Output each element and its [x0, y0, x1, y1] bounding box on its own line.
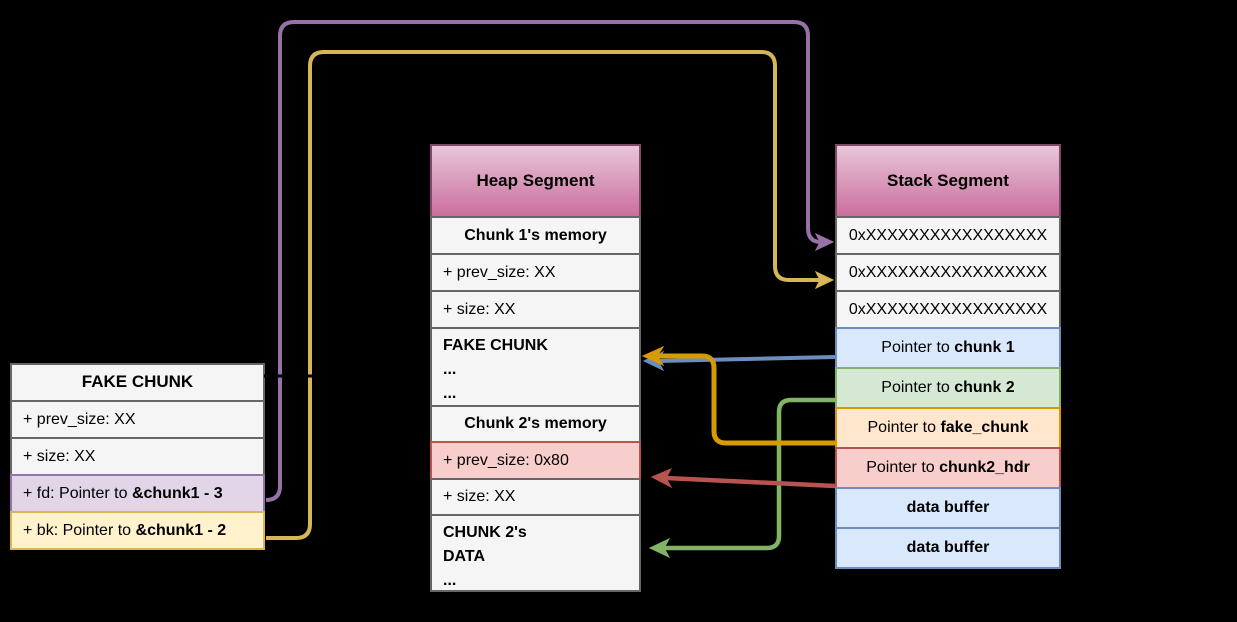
chunk2-pointer-arrow — [648, 397, 835, 559]
stack-pointer-chunk2-row: Pointer to chunk 2 — [835, 367, 1061, 409]
heap-segment-title: Heap Segment — [430, 144, 641, 218]
pointer-chunk1-text: Pointer to chunk 1 — [881, 339, 1015, 357]
stack-pointer-chunk1-row: Pointer to chunk 1 — [835, 327, 1061, 369]
fake-chunk-table: FAKE CHUNK + prev_size: XX + size: XX + … — [10, 363, 265, 550]
heap-fake-chunk-row: FAKE CHUNK ... ... — [430, 327, 641, 407]
fake-chunk-bk-row: + bk: Pointer to &chunk1 - 2 — [10, 511, 265, 550]
stack-pointer-chunk2-hdr-row: Pointer to chunk2_hdr — [835, 447, 1061, 489]
heap-segment-table: Heap Segment Chunk 1's memory + prev_siz… — [430, 144, 641, 592]
fake-chunk-pointer-arrow — [641, 345, 835, 446]
heap-chunk1-size-row: + size: XX — [430, 290, 641, 329]
stack-data-buffer-row-2: data buffer — [835, 527, 1061, 569]
bk-row-text: + bk: Pointer to &chunk1 - 2 — [23, 521, 227, 539]
fake-chunk-size-row: + size: XX — [10, 437, 265, 476]
fd-row-text: + fd: Pointer to &chunk1 - 3 — [23, 484, 223, 502]
stack-data-buffer-row-1: data buffer — [835, 487, 1061, 529]
pointer-fake-chunk-text: Pointer to fake_chunk — [867, 419, 1029, 437]
heap-chunk2-memory-row: Chunk 2's memory — [430, 405, 641, 443]
stack-address-row-2: 0xXXXXXXXXXXXXXXXXX — [835, 253, 1061, 292]
stack-address-row-3: 0xXXXXXXXXXXXXXXXXX — [835, 290, 1061, 329]
fake-chunk-prev-size-row: + prev_size: XX — [10, 400, 265, 439]
heap-chunk1-prev-size-row: + prev_size: XX — [430, 253, 641, 292]
heap-chunk2-size-row: + size: XX — [430, 478, 641, 516]
stack-segment-title: Stack Segment — [835, 144, 1061, 218]
stack-pointer-fake-chunk-row: Pointer to fake_chunk — [835, 407, 1061, 449]
chunk1-pointer-arrow — [642, 350, 836, 372]
chunk2-hdr-pointer-arrow — [650, 467, 836, 489]
fake-chunk-table-title: FAKE CHUNK — [10, 363, 265, 402]
stack-segment-table: Stack Segment 0xXXXXXXXXXXXXXXXXX 0xXXXX… — [835, 144, 1061, 569]
heap-chunk2-prev-size-row: + prev_size: 0x80 — [430, 441, 641, 480]
fake-chunk-fd-row: + fd: Pointer to &chunk1 - 3 — [10, 474, 265, 513]
pointer-chunk2-text: Pointer to chunk 2 — [881, 379, 1015, 397]
stack-address-row-1: 0xXXXXXXXXXXXXXXXXX — [835, 216, 1061, 255]
heap-chunk1-memory-row: Chunk 1's memory — [430, 216, 641, 255]
heap-chunk2-data-row: CHUNK 2's DATA ... — [430, 514, 641, 592]
pointer-chunk2-hdr-text: Pointer to chunk2_hdr — [866, 459, 1030, 477]
